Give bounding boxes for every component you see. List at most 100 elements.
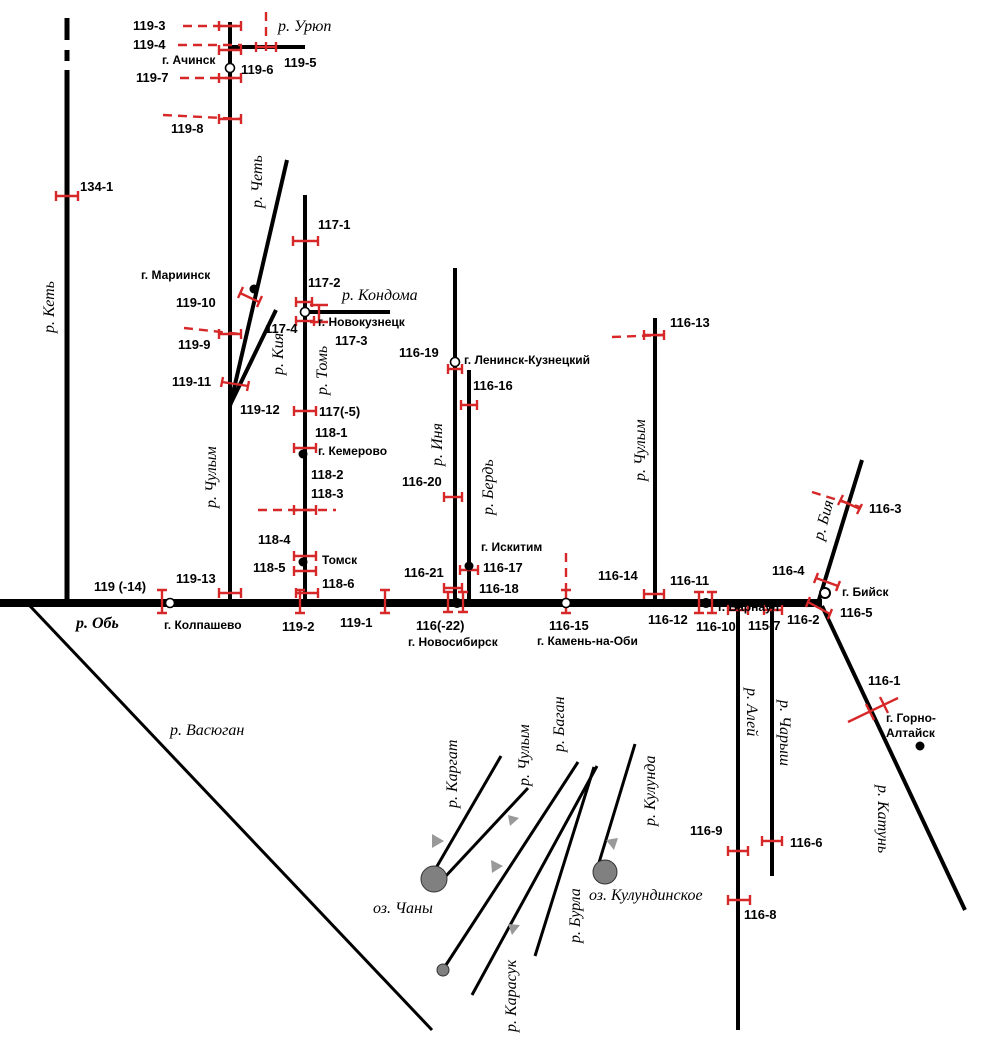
city-label: Алтайск <box>886 726 936 740</box>
city-label: г. Искитим <box>481 540 542 554</box>
station-label: 117-3 <box>335 333 368 348</box>
station-label: 116-5 <box>840 605 873 620</box>
river-katun-line <box>820 605 967 911</box>
river-label: р. Обь <box>74 615 119 632</box>
station-label: 116-8 <box>744 907 777 922</box>
station-label: 116-19 <box>399 345 439 360</box>
city-marker <box>915 741 925 751</box>
city-markers <box>164 62 925 751</box>
station-label: 116-6 <box>790 835 823 850</box>
river-label: р. Урюп <box>277 18 331 35</box>
river-label: р. Чарыш <box>776 699 793 766</box>
river-label: р. Кондома <box>341 287 418 304</box>
city-marker <box>299 306 311 318</box>
river-label: р. Кулунда <box>642 755 659 827</box>
city-label: г. Ачинск <box>162 53 216 67</box>
flow-arrow-icon <box>508 815 519 826</box>
station-label: 119-8 <box>171 121 204 136</box>
river-label: р. Чулым <box>203 446 220 509</box>
river-label: р. Томь <box>314 346 331 396</box>
lake-label: оз. Чаны <box>373 900 433 917</box>
station-label: 119-6 <box>241 62 274 77</box>
river-burla-line <box>596 743 637 867</box>
station-label: 116-17 <box>483 560 523 575</box>
flow-arrow-icon <box>606 838 618 850</box>
river-label: р. Чулым <box>632 419 649 482</box>
city-label: г. Колпашево <box>164 618 242 632</box>
city-label: г. Бийск <box>842 585 890 599</box>
city-label: Томск <box>322 553 358 567</box>
station-label: 118-5 <box>253 560 286 575</box>
lake-kulundinskoe-shape <box>592 859 618 885</box>
river-biya-line <box>816 459 864 604</box>
city-marker <box>449 356 461 368</box>
station-label: 119-13 <box>176 571 216 586</box>
city-label: г. Мариинск <box>141 268 211 282</box>
station-label: 119-12 <box>240 402 280 417</box>
station-label: 119-10 <box>176 295 216 310</box>
city-marker <box>298 449 308 459</box>
river-label: р. Алей <box>743 687 760 736</box>
river-label: р. Бурла <box>567 888 584 944</box>
station-labels: 119-3 119-4 119-6 119-5 119-7 119-8 134-… <box>80 18 902 922</box>
station-label: 118-1 <box>315 425 348 440</box>
station-label: 116-12 <box>648 612 688 627</box>
lake-small-shape <box>436 963 450 977</box>
station-label: 118-3 <box>311 486 344 501</box>
station-label: 116-1 <box>868 673 901 688</box>
station-label: 118-6 <box>322 576 355 591</box>
city-label: г. Новокузнецк <box>318 315 406 329</box>
river-kulunda-dummy <box>533 766 596 957</box>
station-label: 116-16 <box>473 378 513 393</box>
lakes-group <box>420 815 618 977</box>
city-marker <box>249 284 259 294</box>
station-label: 116-10 <box>696 619 736 634</box>
station-label: 116-18 <box>479 581 519 596</box>
river-chulym3-line <box>442 786 530 880</box>
river-label: р. Каргат <box>444 740 461 809</box>
river-karasuk-line <box>470 765 599 996</box>
station-label: 134-1 <box>80 179 113 194</box>
river-label: р. Катунь <box>874 784 891 853</box>
river-label: р. Бия <box>810 498 837 543</box>
river-label: р. Васюган <box>169 722 244 739</box>
station-label: 116-13 <box>670 315 710 330</box>
river-kiya-line <box>228 309 278 406</box>
city-label: г. Кемерово <box>318 444 387 458</box>
river-bagan-line <box>442 761 580 969</box>
river-labels: р. Кеть р. Обь р. Урюп р. Четь р. Кондом… <box>41 18 891 1033</box>
city-label: г. Горно- <box>886 711 936 725</box>
station-label: 116-14 <box>598 568 639 583</box>
station-label: 119-9 <box>178 337 211 352</box>
river-label: р. Карасук <box>503 959 520 1033</box>
flow-arrow-icon <box>432 834 444 848</box>
river-label: р. Кеть <box>41 281 58 334</box>
lake-chany-shape <box>420 865 448 893</box>
city-label: г. Ленинск-Кузнецкий <box>464 353 590 367</box>
station-label: 119-1 <box>340 615 373 630</box>
station-label: 119-3 <box>133 18 166 33</box>
river-kargat-line <box>434 755 503 869</box>
flow-arrow-icon <box>491 860 503 873</box>
station-label: 116-2 <box>787 612 820 627</box>
city-label: г. Новосибирск <box>408 635 499 649</box>
station-label: 116-20 <box>402 474 442 489</box>
station-label: 118-2 <box>311 467 344 482</box>
station-label: 117-2 <box>308 275 341 290</box>
station-label: 117(-5) <box>319 404 360 419</box>
river-label: р. Чулым <box>516 724 533 787</box>
station-label: 118-4 <box>258 532 291 547</box>
station-label: 116-4 <box>772 563 805 578</box>
station-label: 116-3 <box>869 501 902 516</box>
station-label: 119-7 <box>136 70 169 85</box>
city-marker <box>224 62 236 74</box>
city-marker <box>164 597 176 609</box>
river-label: р. Баган <box>551 696 568 753</box>
city-marker <box>819 587 831 599</box>
river-label: р. Бердь <box>480 459 497 516</box>
lake-label: оз. Кулундинское <box>589 887 703 904</box>
station-label: 119-4 <box>133 37 166 52</box>
station-label: 116-21 <box>404 565 444 580</box>
station-label: 116-15 <box>549 618 589 633</box>
